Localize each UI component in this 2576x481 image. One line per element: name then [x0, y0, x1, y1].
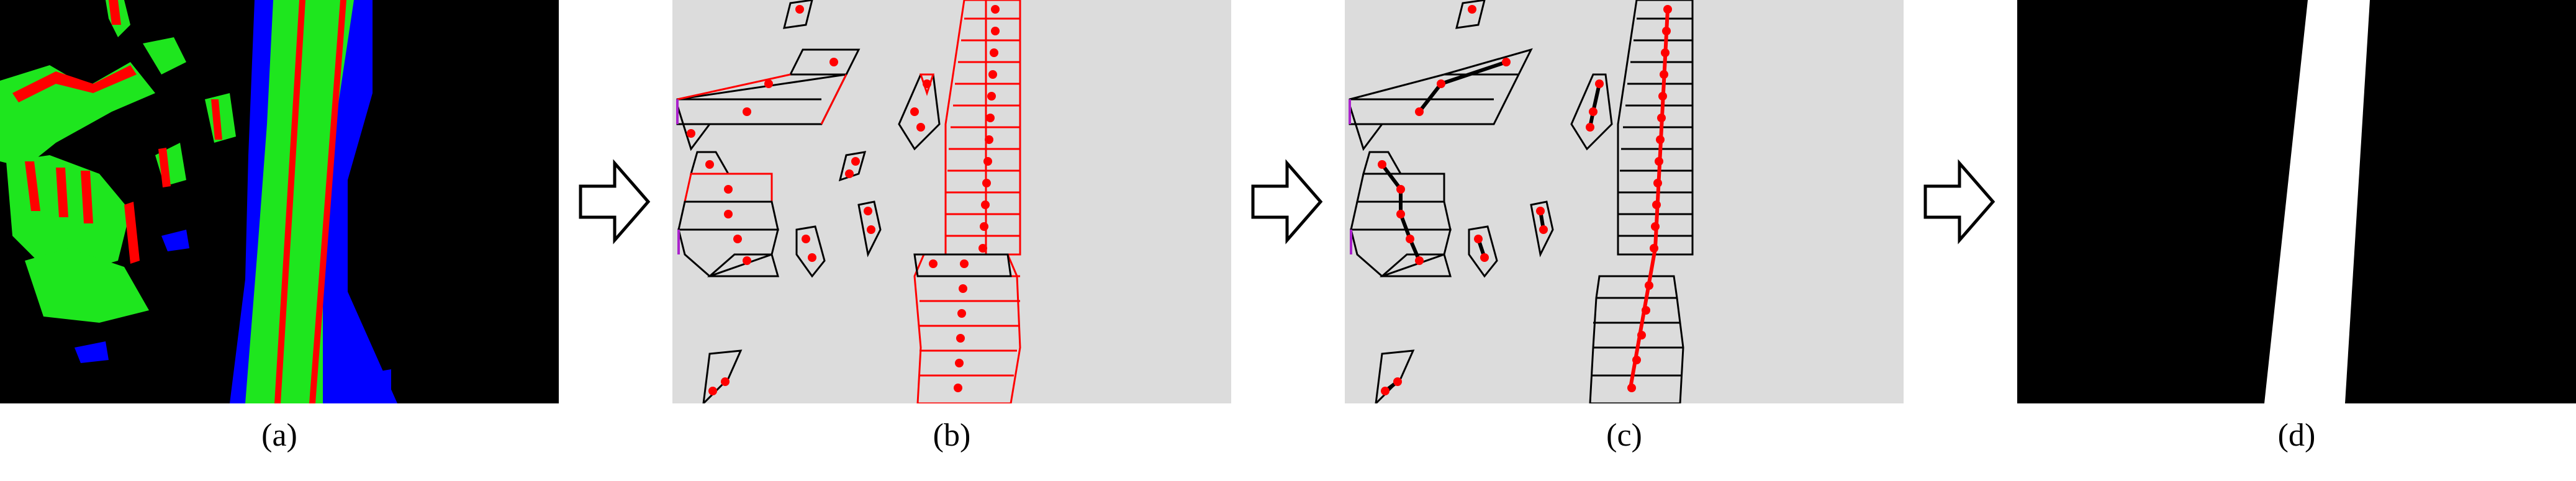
blue-speck-2 [75, 341, 109, 363]
red-streak-7 [109, 0, 121, 25]
panel-d-binary-mask [2017, 0, 2576, 403]
caption-b: (b) [933, 418, 971, 453]
red-lane-line-2 [309, 0, 346, 403]
caption-a: (a) [261, 418, 297, 453]
panel-a-segmentation-map [0, 0, 559, 403]
patch-group-middle-left [677, 151, 779, 277]
marker-dots [1378, 5, 1672, 395]
patch-diamond-2 [838, 151, 867, 182]
blue-speck-3 [373, 369, 391, 391]
caption-c: (c) [1606, 418, 1642, 453]
patch-diamond-4 [795, 225, 826, 278]
patch-grid-image [672, 0, 1231, 403]
green-blob-small [143, 37, 186, 74]
segmentation-image [0, 0, 559, 403]
process-arrow-icon [577, 158, 652, 245]
red-streak-5 [124, 202, 140, 264]
patch-lower-left [702, 349, 743, 403]
green-blob-lower-left [25, 248, 149, 323]
patch-diamond-3 [857, 200, 882, 258]
caption-d: (d) [2277, 418, 2316, 453]
red-lane-line-1 [274, 0, 305, 403]
green-blob-mid-left [6, 155, 130, 273]
red-streak-6 [211, 99, 222, 140]
red-streak-2 [25, 161, 40, 211]
process-arrow-icon [1922, 158, 1997, 245]
patch-top [783, 0, 813, 29]
green-lane-band [245, 0, 354, 403]
red-streak-4 [81, 171, 93, 223]
panel-c-linked-patches [1345, 0, 1904, 403]
blue-speck-1 [161, 230, 189, 251]
marker-dots [687, 5, 1000, 395]
panel-b-patch-grid [672, 0, 1231, 403]
linked-patches-image [1345, 0, 1904, 403]
red-streak-8 [158, 148, 171, 187]
process-arrow-icon [1250, 158, 1324, 245]
red-streak-3 [56, 168, 68, 217]
red-streak-1 [12, 65, 137, 102]
lane-mask [2264, 0, 2370, 403]
binary-mask-image [2017, 0, 2576, 403]
